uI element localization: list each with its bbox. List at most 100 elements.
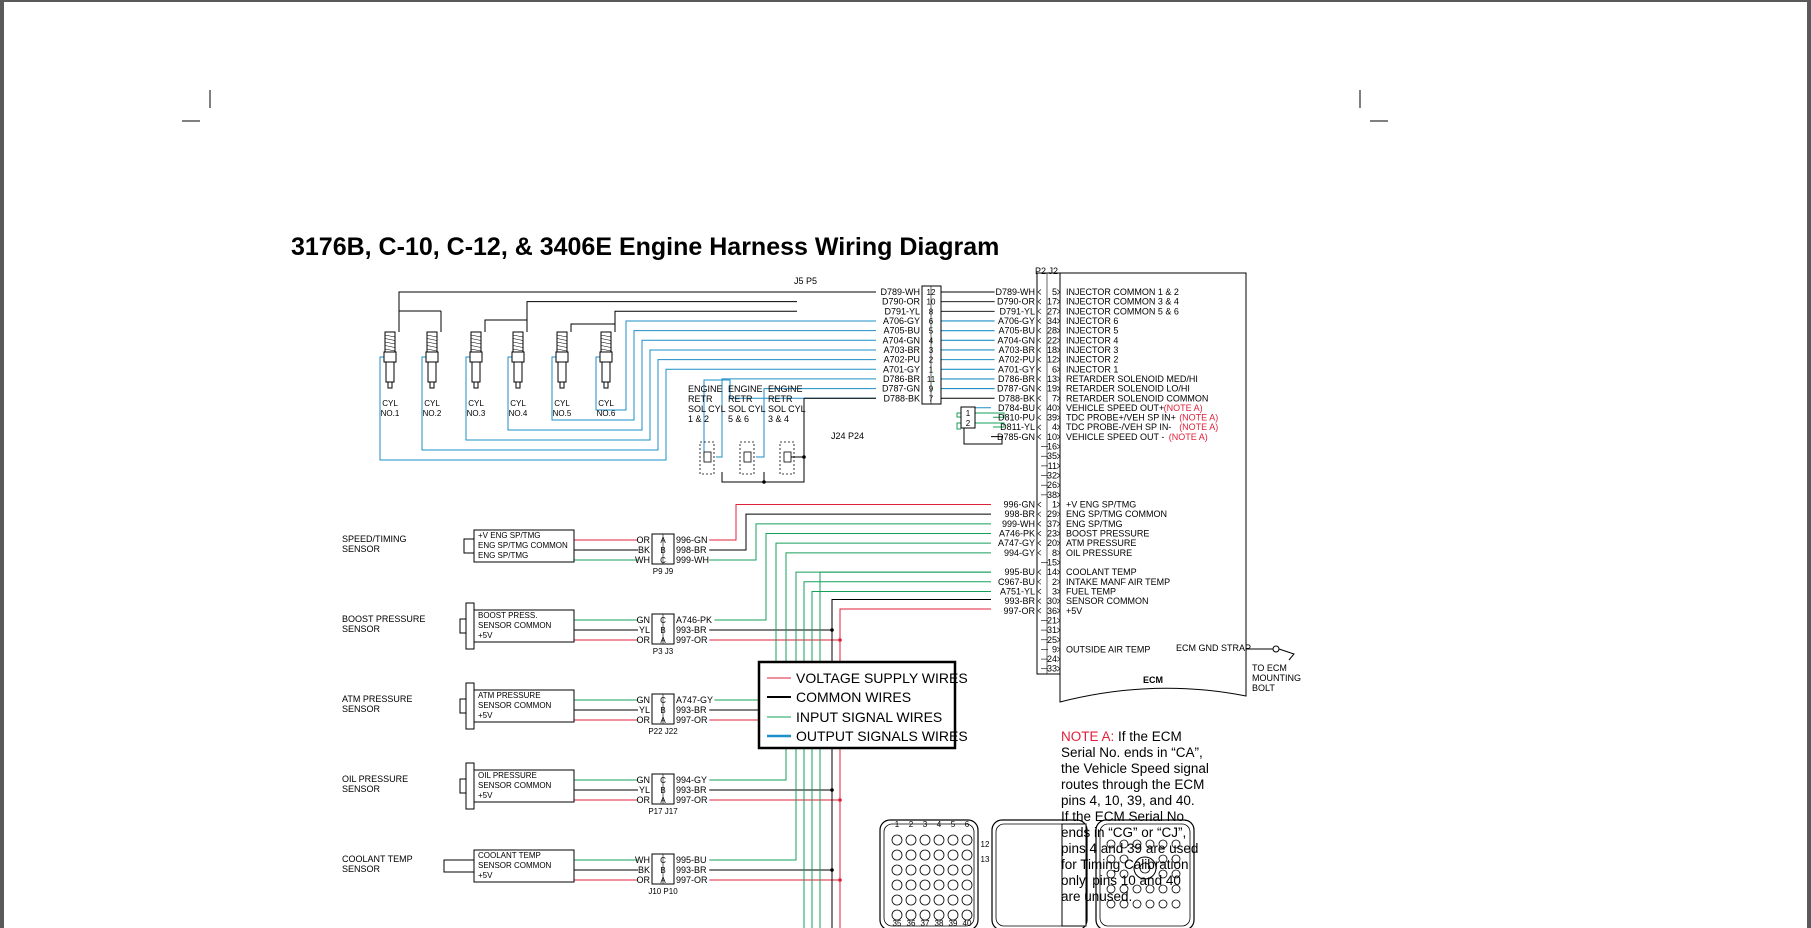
sensor-wire-label: 993-BR [676, 865, 707, 875]
j5p5-pin-number: 3 [929, 346, 934, 355]
sensor-pin-function: ENG SP/TMG [478, 551, 528, 560]
ecm-wire-label: A704-GN [997, 335, 1035, 345]
sensor-pin-letter: C [660, 776, 666, 785]
sensor-signal-wire [714, 533, 991, 621]
ecm-wire-arrow [1037, 608, 1042, 614]
j5p5-label: J5 P5 [794, 276, 817, 286]
sensor-wire-label: 994-GY [676, 775, 707, 785]
ecm-wire-arrow [1037, 434, 1042, 440]
sensor-probe [443, 859, 475, 873]
sensor-pin-function: ATM PRESSURE [478, 691, 541, 700]
j5p5-wire-label: D789-WH [880, 287, 920, 297]
ecm-pin-arrow [1056, 453, 1061, 459]
ecm-pin-number: 23 [1047, 529, 1057, 539]
speed-timing-wire [709, 513, 991, 551]
sensor-pin-letter: B [660, 546, 665, 555]
sensor-wire-label: 995-BU [676, 855, 707, 865]
ecm-wire-label: 993-BR [1004, 596, 1035, 606]
injector-tip [429, 381, 435, 389]
ecm-pin-number: 13 [1047, 374, 1057, 384]
retarder-label: SOL CYL [728, 404, 766, 414]
ecm-pin-function: RETARDER SOLENOID COMMON [1066, 393, 1208, 403]
ecm-wire-arrow [1037, 521, 1042, 527]
j5p5-pin-number: 8 [929, 307, 934, 316]
ecm-pin-number: 25 [1047, 635, 1057, 645]
ecm-pin-arrow [1056, 298, 1061, 305]
j5p5-pin-number: 10 [927, 298, 936, 307]
sensor-wire-color: YL [639, 785, 650, 795]
ecm-pin-number: 12 [1047, 355, 1057, 365]
sensor-wire-color: YL [639, 625, 650, 635]
injector-signal-wire [421, 356, 876, 451]
ecm-pin-number: 20 [1047, 538, 1057, 548]
ecm-pin-function: VEHICLE SPEED OUT - [1066, 432, 1164, 442]
sensor-wire-color: GN [637, 695, 651, 705]
connector-cavity [933, 834, 945, 846]
sensor-signal-trunk [811, 590, 991, 928]
ecm-pin-arrow [1056, 521, 1061, 527]
connector-cavity [1158, 899, 1168, 909]
connector-cavity [905, 879, 917, 891]
sensor-pin-function: COOLANT TEMP [478, 851, 541, 860]
ecm-wire-arrow [1037, 308, 1042, 315]
ecm-wire-label: 998-BR [1004, 509, 1035, 519]
sensor-signal-wire [714, 542, 991, 701]
ecm-pin-arrow [1056, 395, 1061, 401]
ecm-pin-arrow [1056, 366, 1061, 373]
ecm-pin-function: +V ENG SP/TMG [1066, 500, 1136, 510]
connector-cavity [961, 879, 973, 891]
connector-cavity [947, 894, 959, 906]
sensor-pin-letter: C [660, 696, 666, 705]
injector-coil [426, 334, 438, 338]
injector-coil [384, 338, 396, 341]
ecm-pin-function: INJECTOR 6 [1066, 316, 1118, 326]
sensor-wire-color: GN [637, 775, 651, 785]
injector-coil [384, 345, 396, 348]
retarder-lo-hi-wire [756, 388, 876, 458]
connector-cavity [1171, 899, 1181, 909]
retarder-med-hi-wire [716, 378, 876, 458]
ecm-wire-arrow [1037, 424, 1042, 430]
mount-note-line3: BOLT [1252, 683, 1275, 693]
cylinder-label: CYL [510, 399, 526, 408]
ecm-wire-arrow [1037, 501, 1042, 508]
connector-cavity [905, 909, 917, 921]
connector-cavity [1171, 869, 1181, 879]
connector-cavity [961, 849, 973, 861]
ecm-pin-arrow [1056, 318, 1061, 324]
ecm-pin-number: 35 [1047, 451, 1057, 461]
sensor-pin-function: BOOST PRESS. [478, 611, 537, 620]
ecm-wire-arrow [1037, 579, 1042, 585]
j5p5-connector [921, 285, 942, 405]
retarder-solenoid-housing [699, 441, 715, 475]
ecm-pin-function: ENG SP/TMG COMMON [1066, 509, 1167, 519]
injector-coil [384, 334, 396, 338]
injector-coil [426, 348, 438, 352]
ecm-pin-arrow [1056, 608, 1061, 614]
connector-cavity [1106, 869, 1116, 879]
ecm-wire-label: A751-YL [1000, 586, 1035, 596]
connector-cavity [961, 909, 973, 921]
injector-common-1-2 [398, 291, 797, 332]
legend-output: OUTPUT SIGNALS WIRES [796, 728, 968, 744]
injector-coil [384, 348, 396, 352]
retarder-label: SOL CYL [768, 404, 806, 414]
sensor-name: COOLANT TEMP [342, 854, 413, 864]
ecm-pin-arrow [1056, 424, 1061, 430]
cylinder-label: NO.4 [509, 409, 528, 418]
j24-jumper [956, 422, 961, 430]
ecm-pin-arrow [1056, 511, 1061, 517]
connector-cavity [919, 879, 931, 891]
cylinder-label: CYL [424, 399, 440, 408]
ecm-pin-number: 15 [1047, 557, 1057, 567]
connector-pin-number: 40 [963, 919, 972, 928]
j5p5-wire-label: A701-GY [883, 364, 920, 374]
connector-cavity [947, 849, 959, 861]
j24p24-connector [960, 406, 976, 429]
connector-cavity [933, 894, 945, 906]
ecm-pin-function: BOOST PRESSURE [1066, 529, 1149, 539]
ecm-wire-arrow [1037, 598, 1042, 604]
injector-signal-wire [551, 330, 876, 421]
injector-body [469, 351, 483, 363]
sensor-wire-color: OR [637, 635, 651, 645]
